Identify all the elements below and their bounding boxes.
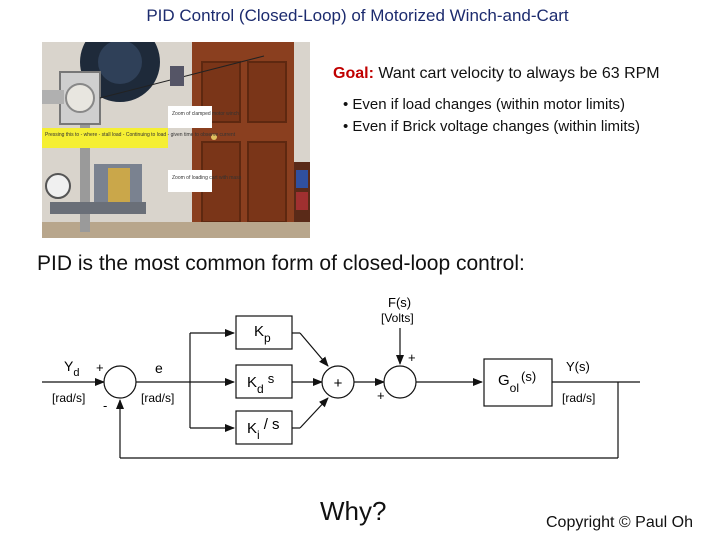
slide-title: PID Control (Closed-Loop) of Motorized W… bbox=[146, 6, 569, 25]
copyright-notice: Copyright © Paul Oh bbox=[546, 514, 693, 531]
summer1-plus: + bbox=[96, 360, 104, 375]
error-label: e bbox=[155, 360, 163, 376]
summer3-plus-top: + bbox=[408, 350, 416, 365]
plant-block bbox=[483, 358, 553, 407]
kp-block bbox=[235, 315, 293, 350]
goal-line: Goal: Want cart velocity to always be 63… bbox=[333, 65, 660, 83]
summer1-minus: - bbox=[103, 398, 107, 413]
disturbance-summing-junction bbox=[383, 365, 417, 399]
disturbance-unit: [Volts] bbox=[381, 311, 414, 325]
cart-caption: Zoom of loading cart with mass bbox=[172, 175, 242, 181]
winch-cart-photo: Pressing this to - where - stall load - … bbox=[42, 42, 310, 238]
summer2-plus: + bbox=[334, 375, 343, 392]
output-unit: [rad/s] bbox=[562, 391, 595, 405]
output-label: Y(s) bbox=[566, 359, 590, 374]
goal-label: Goal: bbox=[333, 65, 374, 82]
goal-text: Want cart velocity to always be 63 RPM bbox=[378, 65, 660, 82]
goal-bullet-load: • Even if load changes (within motor lim… bbox=[343, 96, 626, 113]
pid-statement: PID is the most common form of closed-lo… bbox=[37, 252, 525, 275]
kd-label: Kds bbox=[247, 371, 275, 396]
summer3-plus-left: + bbox=[377, 388, 385, 403]
kp-label: Kp bbox=[254, 323, 271, 345]
error-summing-junction bbox=[103, 365, 137, 399]
ki-block bbox=[235, 410, 293, 445]
kd-block bbox=[235, 364, 293, 399]
ki-label: Ki/ s bbox=[247, 416, 280, 442]
disturbance-label: F(s) bbox=[388, 295, 411, 310]
goal-bullet-voltage: • Even if Brick voltage changes (within … bbox=[343, 118, 641, 135]
yellow-caption: Pressing this to - where - stall load - … bbox=[45, 132, 236, 138]
why-question: Why? bbox=[320, 496, 387, 526]
input-label: Yd bbox=[64, 358, 79, 379]
error-unit: [rad/s] bbox=[141, 391, 174, 405]
input-unit: [rad/s] bbox=[52, 391, 85, 405]
controller-summing-junction bbox=[321, 365, 355, 399]
plant-label: Gol(s) bbox=[498, 369, 536, 395]
winch-caption: Zoom of clamped motor winch bbox=[172, 111, 239, 117]
